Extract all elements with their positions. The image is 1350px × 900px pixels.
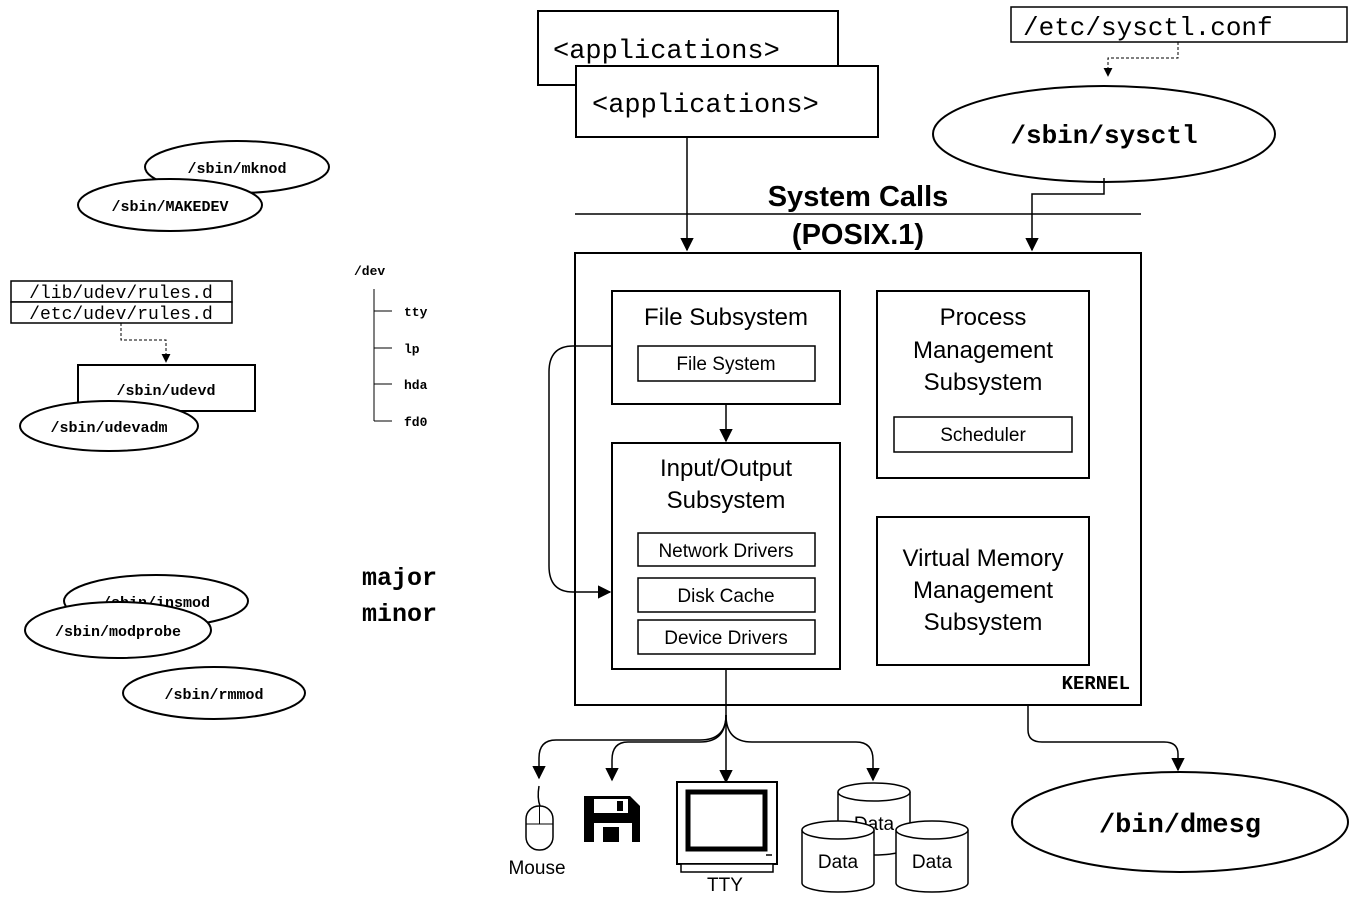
vm-subsystem: Virtual Memory Management Subsystem [876, 516, 1090, 666]
scheduler-label: Scheduler [940, 425, 1026, 446]
sysctl-conf-label: /etc/sysctl.conf [1023, 13, 1273, 43]
file-subsystem-title: File Subsystem [644, 304, 808, 331]
device-connector-lines [532, 669, 880, 784]
udevd-label: /sbin/udevd [116, 383, 215, 400]
udevadm-label: /sbin/udevadm [50, 420, 167, 437]
dev-entry-fd0: fd0 [404, 415, 428, 430]
major-label: major [362, 564, 437, 593]
network-drivers-box [637, 532, 816, 567]
tty-label: TTY [707, 875, 743, 896]
vm-title-1: Virtual Memory [903, 545, 1064, 572]
io-subsystem: Input/Output Subsystem Network Drivers D… [611, 442, 841, 670]
data-label-left: Data [818, 852, 859, 873]
sysctl-to-kernel-arrow [1025, 178, 1105, 252]
dmesg-label: /bin/dmesg [1099, 811, 1261, 841]
udevadm-program: /sbin/udevadm [19, 400, 199, 452]
tty-monitor-icon [676, 781, 778, 873]
modprobe-program: /sbin/modprobe [24, 601, 212, 659]
device-drivers-box [637, 619, 816, 655]
process-subsystem: Process Management Subsystem Scheduler [876, 290, 1090, 479]
applications-back-label: <applications> [553, 37, 780, 67]
modprobe-label: /sbin/modprobe [55, 624, 181, 641]
floppy-disk-icon [584, 796, 640, 842]
kernel-to-dmesg-arrow [1027, 705, 1185, 772]
mouse-icon [525, 785, 554, 851]
dev-entry-hda: hda [404, 378, 428, 393]
makedev-label: /sbin/MAKEDEV [111, 199, 228, 216]
file-system-label: File System [676, 354, 775, 375]
dev-tree-root: /dev [354, 264, 385, 279]
dev-entry-lp: lp [404, 342, 420, 357]
disk-cache-label: Disk Cache [677, 586, 774, 607]
device-drivers-label: Device Drivers [664, 628, 788, 649]
vm-title-3: Subsystem [924, 609, 1043, 636]
udev-rules-dashed-arrow [120, 323, 171, 363]
udevd-daemon: /sbin/udevd [77, 364, 256, 412]
data-cylinder-right: Data [895, 820, 969, 893]
vm-title-2: Management [913, 577, 1053, 604]
udev-rules-etc: /etc/udev/rules.d [10, 301, 233, 325]
sysctl-conf-dashed-arrow [1103, 42, 1179, 77]
rmmod-program: /sbin/rmmod [122, 666, 306, 720]
sysctl-program: /sbin/sysctl [932, 85, 1276, 183]
network-drivers-label: Network Drivers [658, 541, 793, 562]
dev-tree-lines [373, 289, 392, 422]
applications-front-label: <applications> [592, 91, 819, 121]
io-subsystem-title-2: Subsystem [667, 487, 786, 514]
sysctl-program-label: /sbin/sysctl [1010, 121, 1197, 151]
io-subsystem-title-1: Input/Output [660, 455, 792, 482]
data-cylinder-left: Data [801, 820, 875, 893]
file-subsystem: File Subsystem File System [611, 290, 841, 405]
dev-entry-tty: tty [404, 305, 428, 320]
rmmod-label: /sbin/rmmod [164, 687, 263, 704]
data-label-right: Data [912, 852, 953, 873]
mouse-label: Mouse [508, 858, 565, 879]
sysctl-conf-file: /etc/sysctl.conf [1010, 6, 1348, 43]
kernel-label: KERNEL [1062, 673, 1130, 695]
dmesg-program: /bin/dmesg [1011, 771, 1349, 873]
process-title-3: Subsystem [924, 369, 1043, 396]
makedev-program: /sbin/MAKEDEV [77, 178, 263, 232]
udev-rules-lib-label: /lib/udev/rules.d [29, 284, 213, 304]
posix-label: (POSIX.1) [792, 219, 924, 251]
file-system-box [637, 345, 816, 382]
file-bypass-to-io-arrow [548, 345, 612, 599]
udev-rules-lib: /lib/udev/rules.d [10, 280, 233, 304]
applications-front-box: <applications> [575, 65, 879, 138]
mknod-label: /sbin/mknod [187, 161, 286, 178]
process-title-1: Process [940, 304, 1027, 331]
scheduler-box [893, 416, 1073, 453]
udev-rules-etc-label: /etc/udev/rules.d [29, 305, 213, 325]
process-title-2: Management [913, 337, 1053, 364]
minor-label: minor [362, 600, 437, 629]
system-calls-label: System Calls [768, 181, 949, 213]
disk-cache-box [637, 577, 816, 613]
